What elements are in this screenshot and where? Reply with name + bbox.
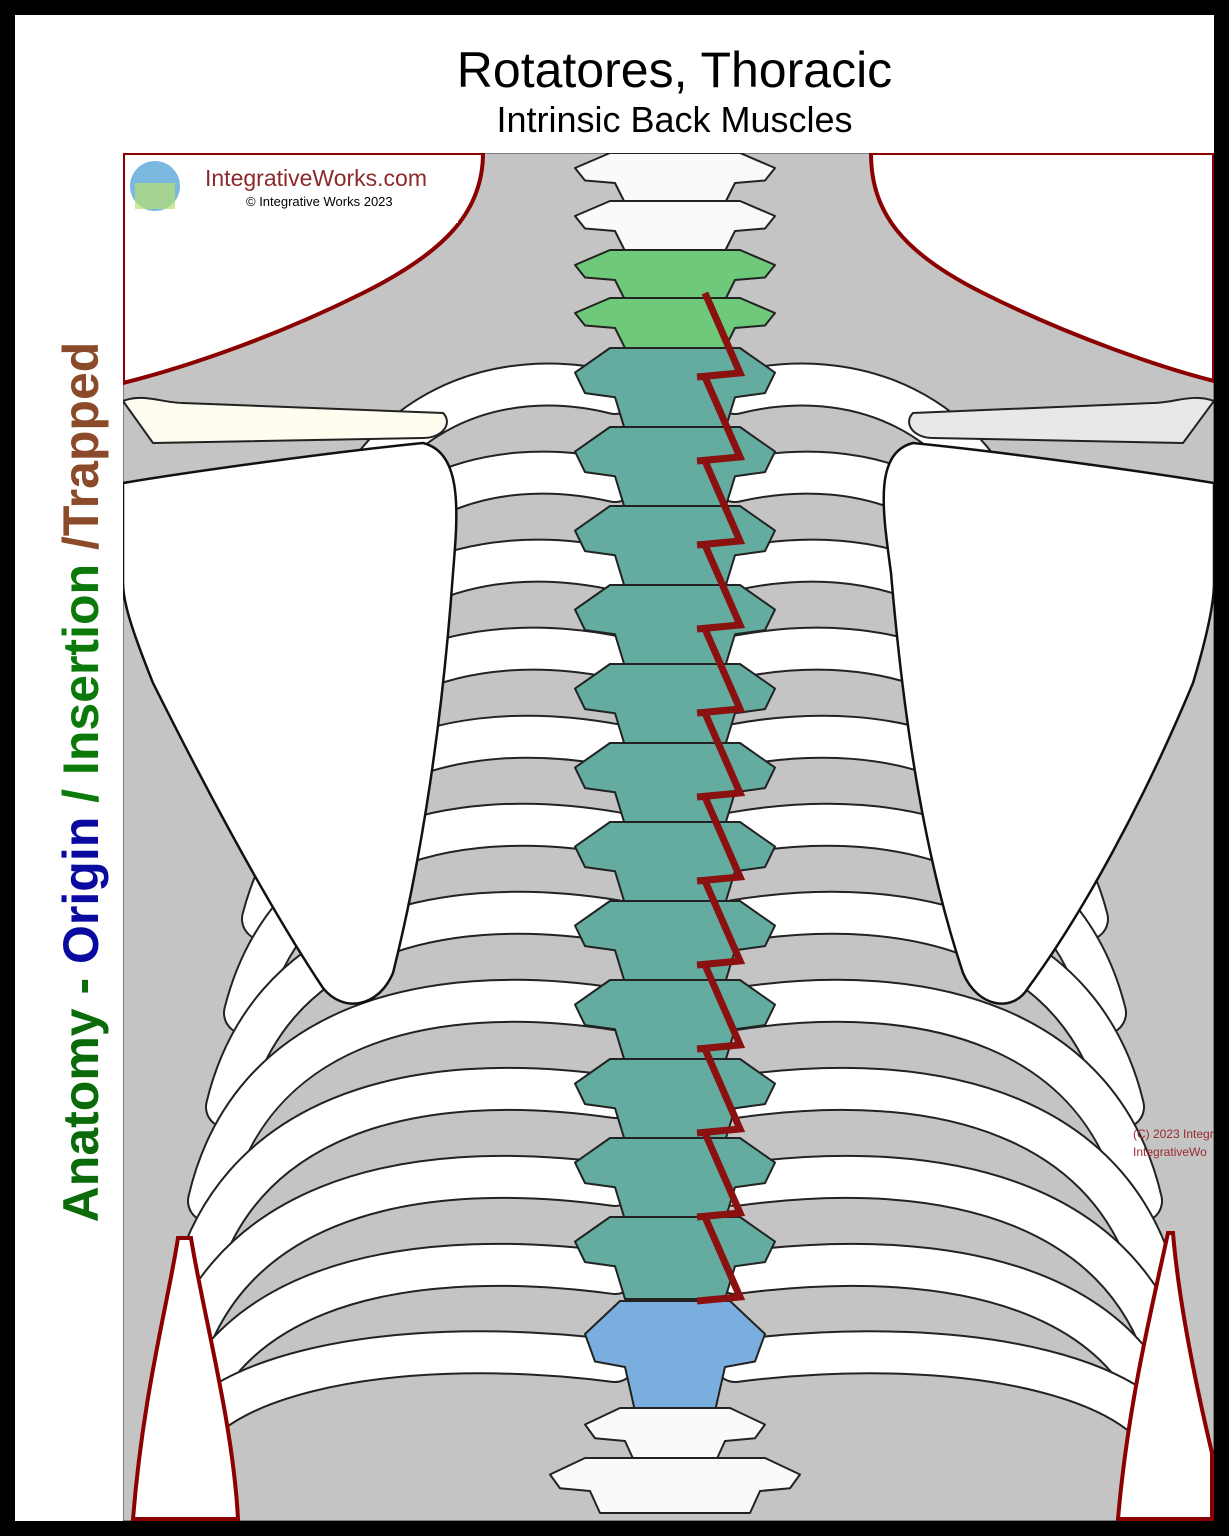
rotatores-arrow [696, 543, 746, 633]
rotatores-muscle-arrows [696, 291, 746, 1305]
rotatores-arrow [696, 711, 746, 801]
right-scapula [882, 441, 1214, 1005]
page-title: Rotatores, Thoracic [456, 42, 893, 98]
rotatores-arrow [696, 1215, 746, 1305]
rotatores-arrow [696, 795, 746, 885]
side-label-insertion: / Insertion [53, 563, 109, 817]
logo-copyright: © Integrative Works 2023 [246, 194, 393, 209]
right-shoulder-outline [868, 153, 1214, 384]
rotatores-arrow [696, 627, 746, 717]
rotatores-arrow [696, 459, 746, 549]
rotatores-arrow [696, 291, 746, 381]
side-label: Anatomy - Origin / Insertion /Trapped [52, 342, 110, 1223]
right-waist-outline [1115, 1231, 1214, 1521]
side-label-anatomy: Anatomy - [53, 963, 109, 1223]
rib [189, 980, 635, 1221]
watermark-line-1: (C) 2023 Integra [1133, 1127, 1214, 1141]
right-clavicle [908, 396, 1214, 445]
page-subtitle: Intrinsic Back Muscles [496, 99, 853, 140]
rib [715, 980, 1161, 1221]
watermark-line-2: IntegrativeWo [1133, 1145, 1207, 1159]
side-label-trapped: /Trapped [53, 341, 109, 564]
rotatores-arrow [696, 375, 746, 465]
page: Rotatores, Thoracic Intrinsic Back Muscl… [15, 15, 1214, 1521]
anatomy-illustration [123, 153, 1214, 1521]
left-scapula [123, 441, 458, 1005]
left-clavicle [123, 396, 448, 445]
rotatores-arrow [696, 1047, 746, 1137]
logo-badge-figure [135, 183, 175, 209]
logo-box [128, 158, 458, 223]
side-label-origin: Origin [53, 816, 109, 964]
rotatores-arrow [696, 1131, 746, 1221]
rotatores-arrow [696, 963, 746, 1053]
left-waist-outline [130, 1236, 241, 1521]
rib [171, 1068, 635, 1315]
rib [715, 1068, 1179, 1315]
vertebra [549, 1457, 801, 1514]
rotatores-arrow [696, 879, 746, 969]
logo-site-name[interactable]: IntegrativeWorks.com [205, 165, 427, 191]
